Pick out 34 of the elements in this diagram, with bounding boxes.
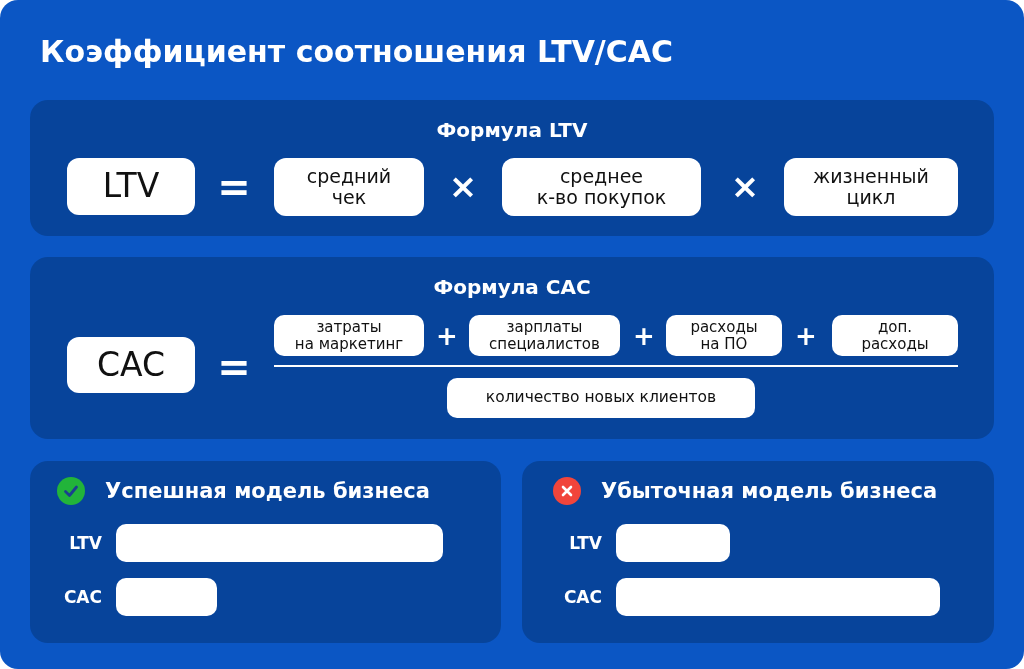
multiply-sign: × xyxy=(448,173,478,201)
comparison-panel xyxy=(522,461,994,643)
formula-panel xyxy=(30,257,994,439)
formula-term: жизненный цикл xyxy=(784,158,958,216)
formula-term: зарплаты специалистов xyxy=(469,315,620,356)
bar-label: CAC xyxy=(563,588,602,606)
comparison-panel xyxy=(30,461,501,643)
equals-sign: = xyxy=(217,171,251,203)
title: Коэффициент соотношения LTV/CAC xyxy=(40,36,674,68)
panel-heading: Успешная модель бизнеса xyxy=(105,480,430,502)
comparison-bar xyxy=(616,578,940,616)
panel-heading: Формула CAC xyxy=(433,276,591,298)
panel-heading: Формула LTV xyxy=(436,119,588,141)
bar-label: LTV xyxy=(569,534,602,552)
plus-sign: + xyxy=(633,325,655,347)
formula-term: расходы на ПО xyxy=(666,315,782,356)
comparison-bar xyxy=(116,524,443,562)
metric-term: LTV xyxy=(67,158,195,215)
equals-sign: = xyxy=(217,351,251,383)
plus-sign: + xyxy=(795,325,817,347)
bar-label: LTV xyxy=(69,534,102,552)
plus-sign: + xyxy=(436,325,458,347)
comparison-bar xyxy=(616,524,730,562)
formula-term: средний чек xyxy=(274,158,424,216)
comparison-bar xyxy=(116,578,217,616)
formula-term: количество новых клиентов xyxy=(447,378,755,418)
formula-term: затраты на маркетинг xyxy=(274,315,424,356)
metric-term: CAC xyxy=(67,337,195,393)
formula-term: среднее к-во покупок xyxy=(502,158,701,216)
formula-panel xyxy=(30,100,994,236)
panel-heading: Убыточная модель бизнеса xyxy=(601,480,938,502)
formula-term: доп. расходы xyxy=(832,315,958,356)
bar-label: CAC xyxy=(63,588,102,606)
multiply-sign: × xyxy=(730,173,760,201)
